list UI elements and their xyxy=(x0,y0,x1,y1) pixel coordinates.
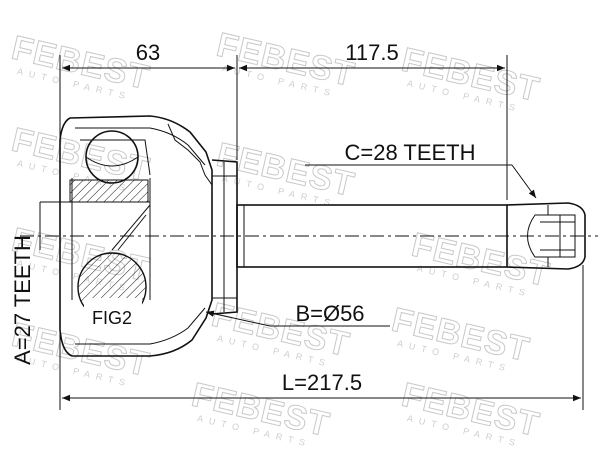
outer-spline-label: C=28 TEETH xyxy=(344,140,475,165)
inner-spline-label: A=27 TEETH xyxy=(10,235,35,365)
dimension-63: 63 xyxy=(62,40,235,72)
splined-end xyxy=(506,202,586,270)
dimension-total: L=217.5 xyxy=(62,370,581,402)
outer-diameter-callout: B=Ø56 xyxy=(205,301,390,327)
dimension-total-length-label: L=217.5 xyxy=(282,370,362,395)
outer-diameter-label: B=Ø56 xyxy=(295,301,364,326)
watermark-layer: FEBEST AUTO PARTS FEBEST AUTO PARTS FEBE… xyxy=(8,25,554,449)
dimension-shaft-length-label: 117.5 xyxy=(345,40,398,65)
shaft xyxy=(236,204,508,268)
outer-housing xyxy=(59,115,213,357)
outer-spline-callout: C=28 TEETH xyxy=(305,140,537,199)
inner-race-section: FIG2 xyxy=(60,130,151,332)
dimension-117-5: 117.5 xyxy=(239,40,505,72)
figure-label: FIG2 xyxy=(92,308,132,328)
dimension-outer-length-label: 63 xyxy=(136,40,160,65)
